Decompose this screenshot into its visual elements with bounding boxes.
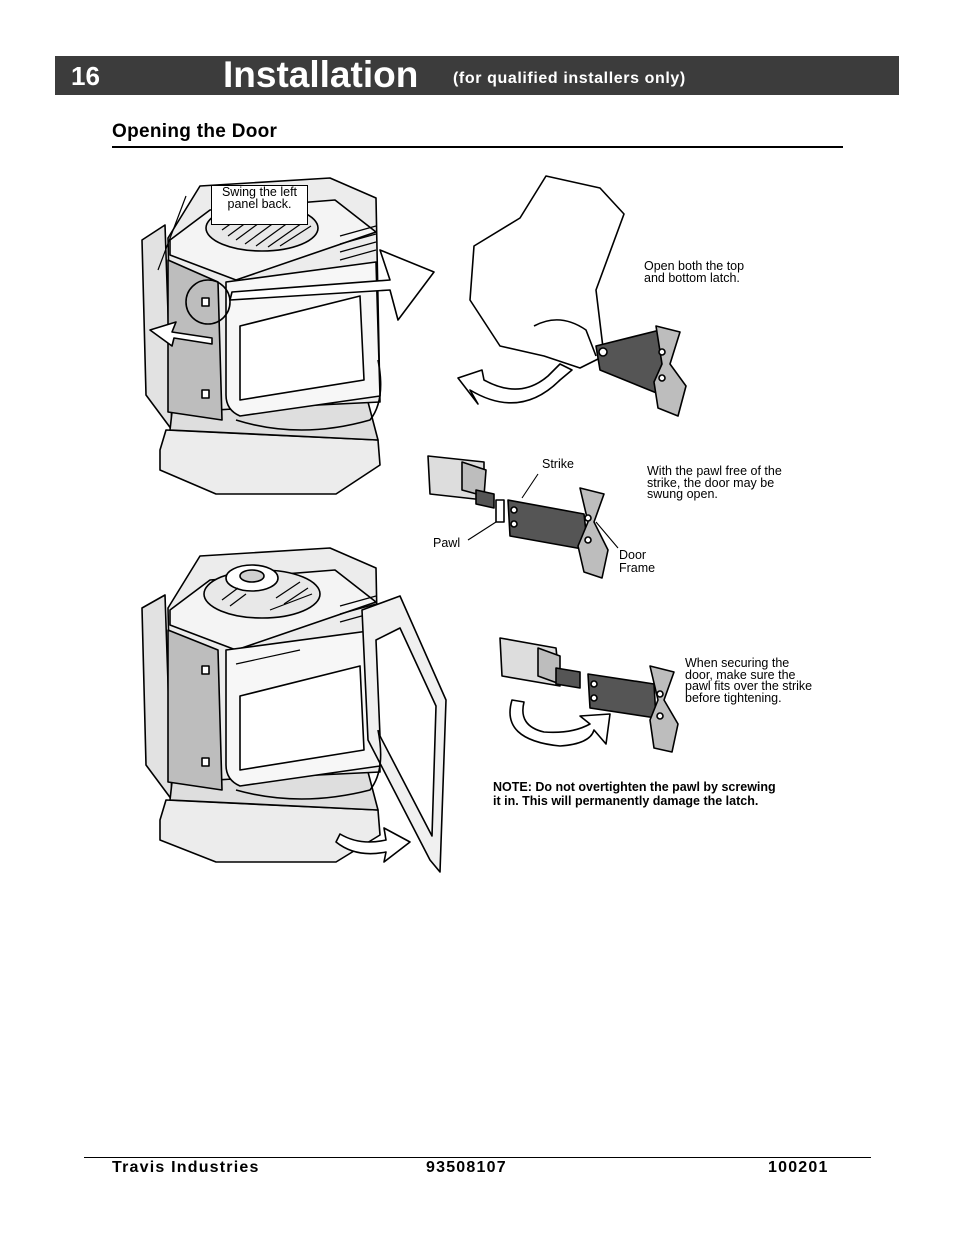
caption-line: Frame [619,561,656,575]
page-footer: Travis Industries 93508107 100201 [84,1157,871,1182]
stove-open-illustration [141,547,447,873]
caption-line: When securing the [685,656,790,670]
page-number: 16 [71,61,100,91]
caption-line: With the pawl free of the [647,464,782,478]
pawl-label: Pawl [433,536,461,550]
page-title: Installation [223,54,419,95]
hand-latch-illustration [457,175,687,417]
securing-caption: When securing the door, make sure the pa… [685,656,813,705]
caption-line: door, make sure the [685,667,796,682]
caption-line: and bottom latch. [644,270,740,285]
door-frame-label: Door Frame [619,549,655,575]
section-heading: Opening the Door [112,121,843,148]
pawl-free-caption: With the pawl free of the strike, the do… [647,464,782,501]
caption-line: strike, the door may be [647,475,775,490]
page-subtitle: (for qualified installers only) [453,70,686,87]
caption-line: Open both the top [644,259,745,273]
footer-date-code: 100201 [768,1159,829,1176]
callout-line: panel back. [227,197,292,211]
note-line: NOTE: Do not overtighten the pawl by scr… [493,780,776,794]
strike-label: Strike [542,457,574,471]
latch-detail-illustration [427,455,609,579]
open-latch-caption: Open both the top and bottom latch. [644,259,745,285]
stove-closed-illustration [141,177,435,495]
footer-company: Travis Industries [112,1159,260,1176]
section-title: Opening the Door [112,121,278,142]
securing-detail-illustration [499,637,679,753]
swing-panel-callout: Swing the left panel back. [211,185,308,225]
page-header: 16 Installation (for qualified installer… [55,54,899,95]
footer-part-number: 93508107 [426,1159,507,1176]
note-line: it in. This will permanently damage the … [493,793,759,808]
caption-line: before tightening. [685,690,782,705]
callout-line: Swing the left [221,185,298,199]
overtighten-note: NOTE: Do not overtighten the pawl by scr… [493,780,776,808]
caption-line: Door [619,548,647,562]
caption-line: pawl fits over the strike [685,679,813,693]
caption-line: swung open. [647,487,718,501]
